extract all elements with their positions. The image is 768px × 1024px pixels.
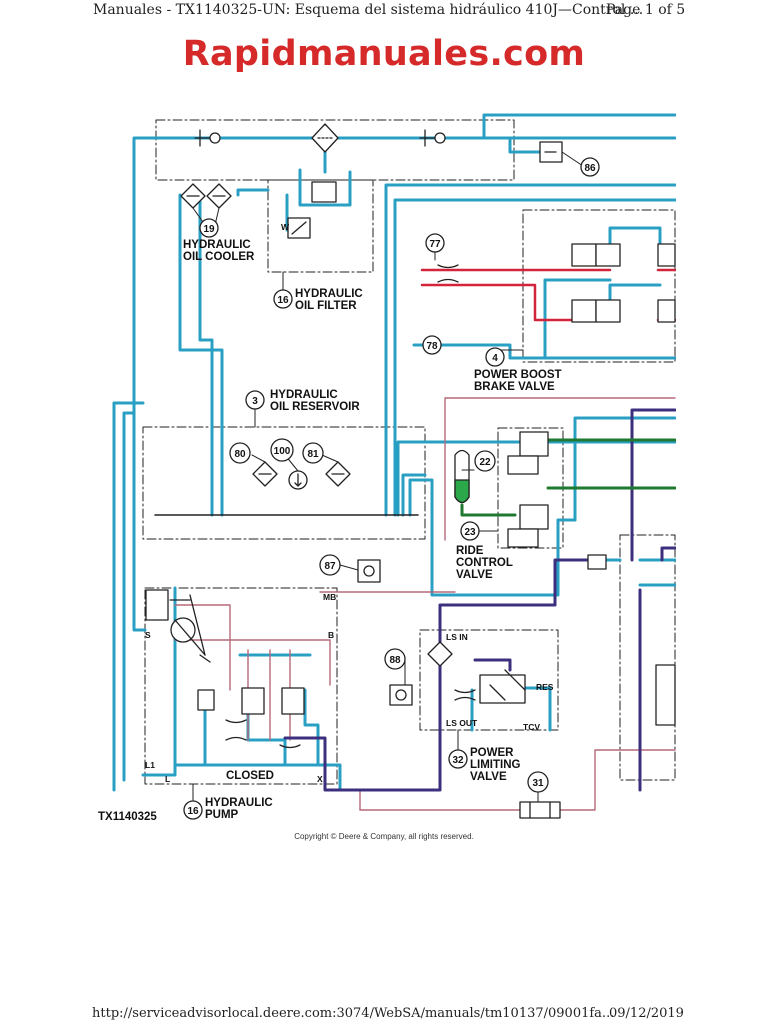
label-closed: CLOSED [226, 770, 274, 782]
pump-output-lines [283, 408, 676, 792]
pump-piston [197, 689, 215, 711]
port-s: S [145, 630, 151, 640]
boost-valve-upper-a [571, 243, 597, 267]
hydraulic-schematic: 19 16 77 78 4 86 3 80 100 81 22 23 87 88… [98, 113, 676, 823]
label-pump-line2: PUMP [205, 809, 239, 821]
label-ride-line2: CONTROL [456, 557, 513, 569]
page-header: Manuales - TX1140325-UN: Esquema del sis… [0, 0, 768, 22]
port-res: RES [536, 682, 554, 692]
check-right [587, 554, 607, 570]
port-l1: L1 [145, 760, 155, 770]
label-plv-line3: VALVE [470, 771, 507, 783]
callout-100: 100 [274, 446, 291, 457]
port-x: X [317, 774, 323, 784]
pilot-lines [174, 397, 676, 811]
port-ls-in: LS IN [446, 632, 468, 642]
port-ls-out: LS OUT [446, 718, 478, 728]
label-reservoir-line2: OIL RESERVOIR [270, 401, 360, 413]
callout-3: 3 [252, 396, 258, 407]
footer-url: http://serviceadvisorlocal.deere.com:307… [92, 1006, 615, 1021]
callout-4: 4 [492, 353, 498, 364]
pump-control-1 [241, 687, 265, 715]
callout-22: 22 [479, 457, 491, 468]
boost-valve-lower-a [571, 299, 597, 323]
label-boost-line2: BRAKE VALVE [474, 381, 555, 393]
pump-control-2 [281, 687, 305, 715]
ride-valve-upper [519, 431, 549, 457]
footer-date: 09/12/2019 [609, 1006, 684, 1021]
orifice-77 [437, 264, 459, 283]
port-tcv: TCV [523, 722, 540, 732]
filter-diamond [311, 123, 339, 153]
plv-diamond [427, 641, 453, 667]
label-pump-line1: HYDRAULIC [205, 797, 273, 809]
label-boost-line1: POWER BOOST [474, 369, 562, 381]
port-l: L [165, 774, 170, 784]
label-oil-cooler-line2: OIL COOLER [183, 251, 255, 263]
callout-circles [183, 157, 600, 820]
filter-bypass-valve [311, 181, 337, 203]
callout-16-pump: 16 [187, 806, 199, 817]
callout-31: 31 [532, 778, 544, 789]
callout-86: 86 [584, 163, 596, 174]
callout-77: 77 [429, 239, 441, 250]
label-reservoir-line1: HYDRAULIC [270, 389, 338, 401]
callout-87: 87 [324, 561, 336, 572]
filter-switch-w: W [281, 222, 290, 232]
inline-filter-31 [519, 801, 561, 819]
label-oil-filter-line1: HYDRAULIC [295, 288, 363, 300]
callout-16-filter: 16 [277, 295, 289, 306]
callout-80: 80 [234, 449, 246, 460]
port-b: B [328, 630, 334, 640]
pump-compensator [145, 589, 169, 621]
pressure-lines [112, 113, 676, 792]
label-plv-line2: LIMITING [470, 759, 521, 771]
callout-23: 23 [464, 527, 476, 538]
callout-19: 19 [203, 224, 215, 235]
brand-watermark: Rapidmanuales.com [182, 34, 586, 74]
label-oil-filter-line2: OIL FILTER [295, 300, 357, 312]
callout-78: 78 [426, 341, 438, 352]
plv-spool [479, 674, 526, 704]
label-oil-cooler-line1: HYDRAULIC [183, 239, 251, 251]
callout-81: 81 [307, 449, 319, 460]
load-sense-lines [420, 268, 676, 322]
leader-lines [192, 151, 584, 803]
label-ride-line1: RIDE [456, 545, 484, 557]
copyright-notice: Copyright © Deere & Company, all rights … [294, 832, 474, 841]
ride-control-lines [460, 438, 676, 517]
callout-88: 88 [389, 655, 401, 666]
right-valve-block [655, 664, 676, 726]
ride-valve-lower [519, 504, 549, 530]
figure-id: TX1140325 [98, 811, 157, 823]
callout-32: 32 [452, 755, 464, 766]
label-plv-line1: POWER [470, 747, 514, 759]
page-indicator: Page 1 of 5 [606, 2, 686, 18]
document-title: Manuales - TX1140325-UN: Esquema del sis… [93, 2, 644, 18]
port-mb: MB [323, 592, 336, 602]
label-ride-line3: VALVE [456, 569, 493, 581]
